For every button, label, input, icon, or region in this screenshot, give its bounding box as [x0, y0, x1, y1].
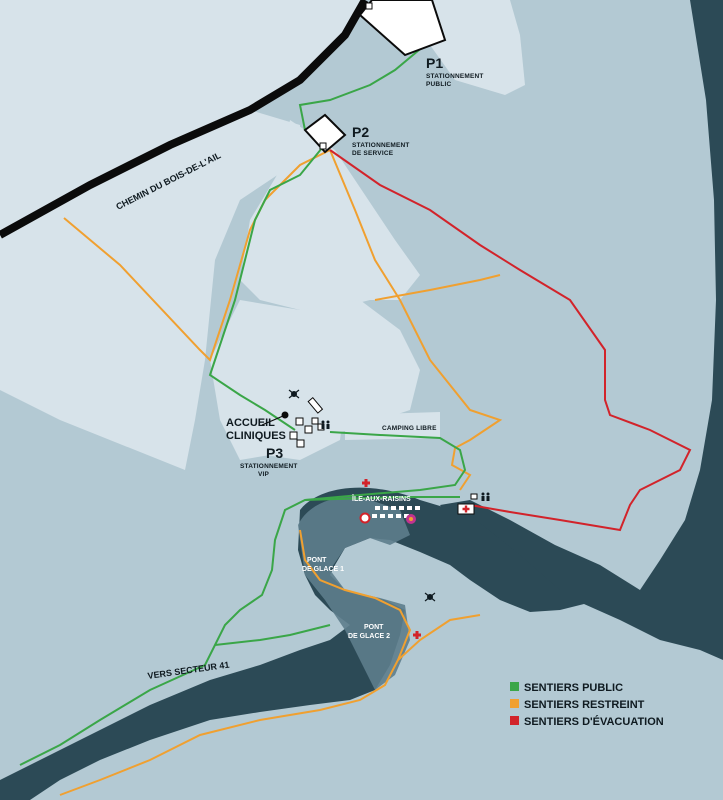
tent-icon	[406, 514, 416, 524]
land-areas	[0, 0, 525, 470]
lifebuoy-icon	[359, 512, 371, 524]
public-trails	[19, 44, 467, 766]
bridge1-line2: DE GLACE 1	[302, 566, 344, 573]
legend-label-evacuation: SENTIERS D'ÉVACUATION	[524, 715, 664, 728]
p3-line2: VIP	[258, 471, 270, 478]
legend-swatch-evacuation	[510, 716, 519, 725]
first-aid-station-icon	[457, 503, 475, 515]
parking-p1[interactable]	[358, 0, 447, 57]
legend-label-restricted: SENTIERS RESTREINT	[524, 699, 645, 711]
toilets-icon	[481, 492, 490, 501]
island-cabins	[372, 506, 420, 518]
p1-line1: STATIONNEMENT	[426, 73, 484, 80]
restricted-trails	[59, 149, 503, 796]
island-label: ÎLE-AUX-RAISINS	[351, 494, 411, 503]
p1-line2: PUBLIC	[426, 81, 452, 88]
ice-bridge-zones	[298, 497, 410, 690]
p3-line1: STATIONNEMENT	[240, 463, 298, 470]
p2-line1: STATIONNEMENT	[352, 142, 410, 149]
toilets-icon	[321, 420, 330, 429]
accueil-line1: ACCUEIL	[226, 417, 275, 429]
main-road	[0, 0, 369, 239]
legend: SENTIERS PUBLIC SENTIERS RESTREINT SENTI…	[510, 682, 664, 728]
p2-line2: DE SERVICE	[352, 150, 394, 157]
bridge1-line1: PONT	[307, 557, 327, 564]
campfire-icon	[424, 592, 436, 602]
accueil-site[interactable]	[261, 397, 325, 448]
p1-code: P1	[426, 55, 443, 71]
first-aid-icon	[413, 631, 421, 639]
camping-label: CAMPING LIBRE	[382, 425, 437, 432]
evacuation-trails	[329, 149, 692, 532]
legend-swatch-public	[510, 682, 519, 691]
parking-p2[interactable]	[303, 113, 347, 154]
bridge2-line2: DE GLACE 2	[348, 633, 390, 640]
first-aid-icon	[362, 479, 370, 487]
station-kiosk	[470, 493, 478, 500]
legend-label-public: SENTIERS PUBLIC	[524, 682, 623, 694]
p2-code: P2	[352, 124, 369, 140]
p3-code: P3	[266, 445, 283, 461]
bridge2-line1: PONT	[364, 624, 384, 631]
accueil-line2: CLINIQUES	[226, 430, 286, 442]
campfire-icon	[288, 389, 300, 399]
legend-swatch-restricted	[510, 699, 519, 708]
